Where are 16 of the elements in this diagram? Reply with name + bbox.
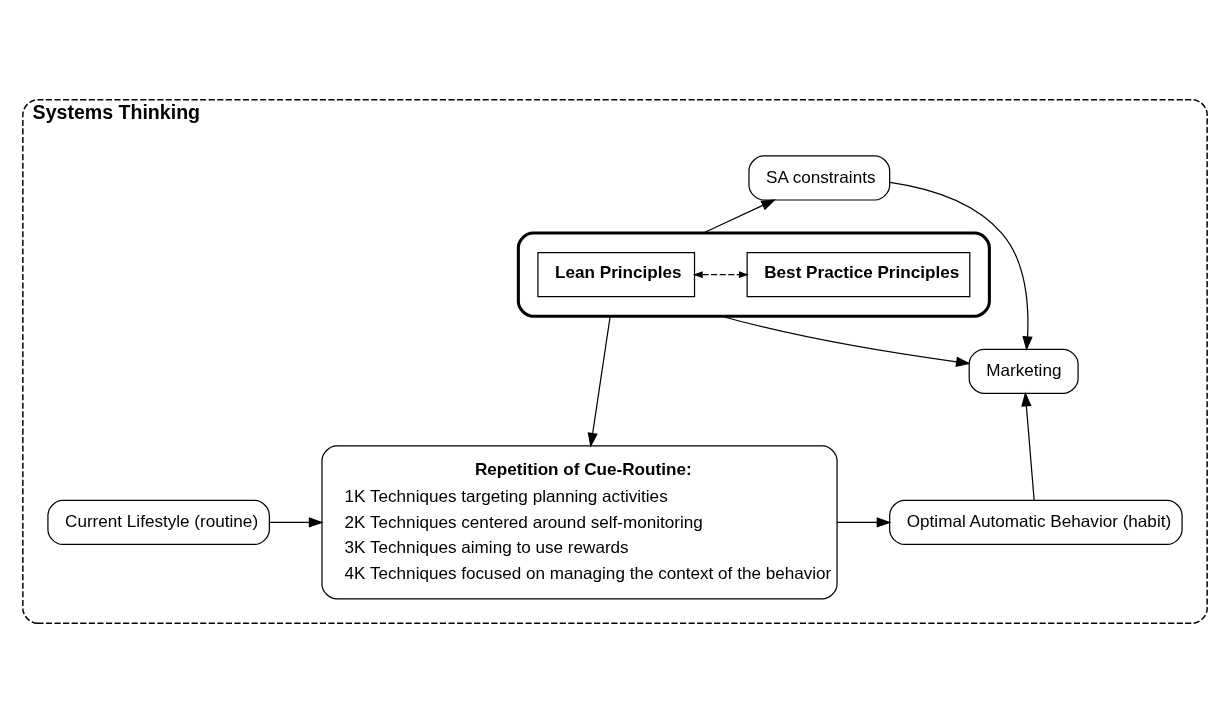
node-box: Current Lifestyle (routine) — [47, 499, 270, 545]
node-box: Repetition of Cue-Routine: 1K Techniques targeting planning activities 2K Techniques centered around self-monitoring 3K Techniques aiming to use rewards 4K Techniques focused on managing the context of the behavior — [321, 445, 838, 600]
arrow — [692, 271, 749, 279]
arrow — [269, 517, 324, 528]
node-box: Lean Principles — [537, 252, 696, 298]
arrow — [720, 315, 971, 367]
node-box: Best Practice Principles — [746, 252, 971, 298]
arrow — [587, 315, 611, 448]
node-box: Marketing — [968, 348, 1079, 394]
node-box: SA constraints — [748, 155, 891, 201]
arrow — [702, 199, 776, 234]
cluster — [516, 231, 991, 318]
node-box: Optimal Automatic Behavior (habit) — [889, 499, 1183, 545]
arrow — [836, 517, 892, 528]
arrow — [889, 181, 1033, 351]
arrow — [1021, 391, 1035, 501]
